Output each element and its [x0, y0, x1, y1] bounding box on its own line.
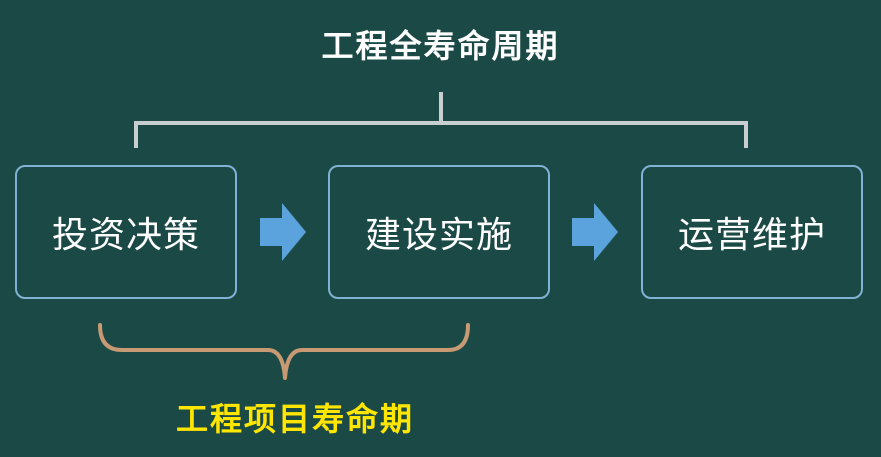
- stage-label: 运营维护: [677, 215, 826, 256]
- stage-label: 投资决策: [51, 215, 200, 256]
- project-lifecycle-title: 工程项目寿命期: [175, 400, 414, 438]
- stage-box-construction: 建设实施: [328, 165, 550, 299]
- full-lifecycle-title: 工程全寿命周期: [321, 27, 560, 65]
- project-lifecycle-bracket: [98, 323, 470, 380]
- stage-box-investment-decision: 投资决策: [15, 165, 237, 299]
- stage-label: 建设实施: [364, 215, 513, 256]
- arrow-right-icon: [572, 203, 618, 261]
- stage-box-operation-maintenance: 运营维护: [641, 165, 863, 299]
- full-lifecycle-bracket: [134, 92, 748, 148]
- arrow-right-icon: [260, 203, 306, 261]
